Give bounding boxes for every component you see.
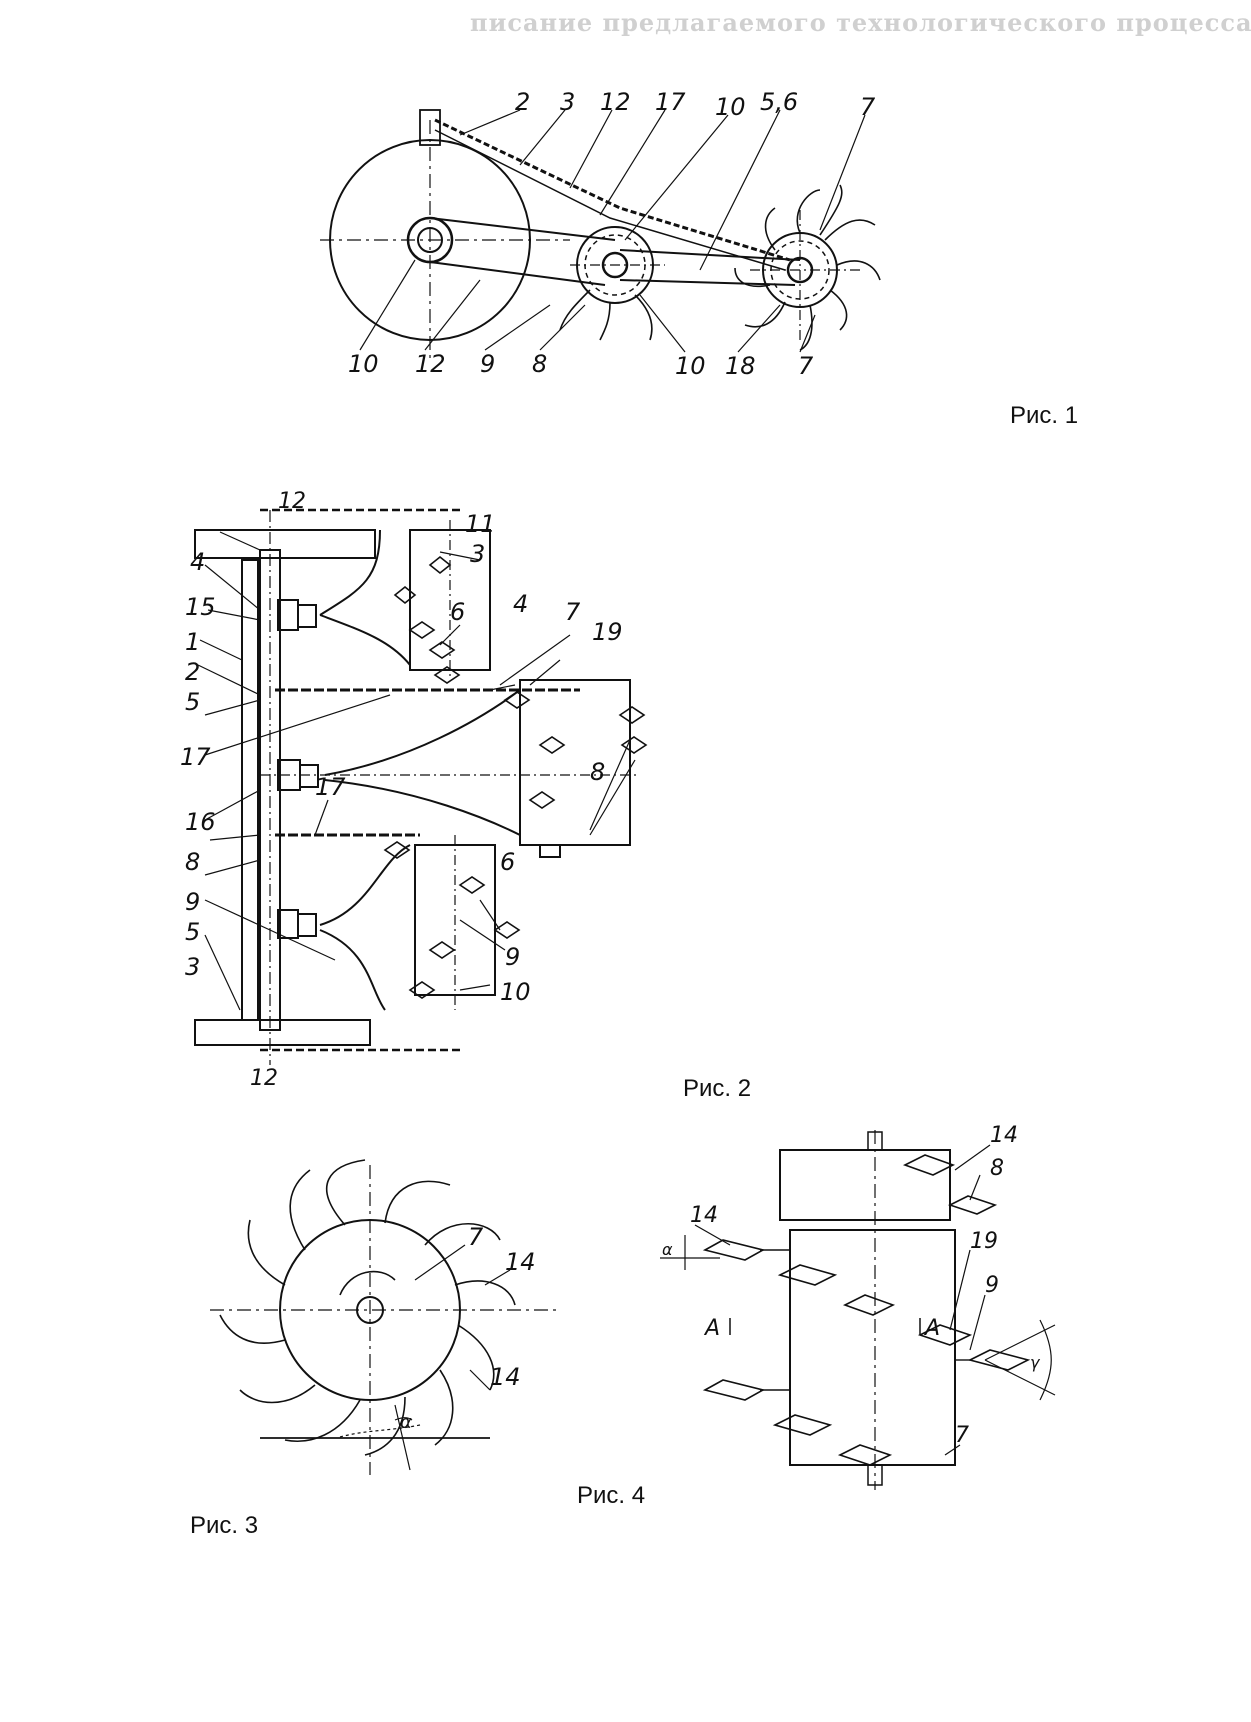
fig2-label: 9: [185, 888, 200, 916]
fig2-label: 17: [315, 773, 346, 801]
fig1-label: 2: [515, 90, 530, 116]
fig1-label: 12: [415, 350, 446, 378]
fig4-label: 7: [955, 1423, 969, 1448]
fig1-label: 5,6: [760, 90, 798, 116]
fig2-label: 1: [185, 628, 200, 656]
fig4-label: 14: [690, 1203, 718, 1228]
fig1-label: 7: [798, 352, 814, 380]
figure-1-caption: Рис. 1: [1010, 402, 1079, 429]
fig2-label: 19: [592, 618, 623, 646]
fig4-label: 19: [970, 1229, 998, 1254]
fig2-label: 2: [185, 658, 200, 686]
fig1-label: 10: [348, 350, 379, 378]
figure-3-drawing: 7 14 14 α: [210, 1159, 560, 1475]
fig2-label: 6: [500, 848, 515, 876]
figure-1-drawing: 2 3 12 17 10 5,6 7 10 12 9 8 10 18 7: [320, 90, 881, 380]
fig1-label: 7: [860, 93, 876, 121]
fig2-label: 11: [465, 510, 496, 538]
figure-3-caption: Рис. 3: [190, 1512, 259, 1539]
fig2-label: 15: [185, 593, 216, 621]
fig2-label: 5: [185, 918, 200, 946]
fig4-label: α: [662, 1240, 673, 1259]
fig4-label: 14: [990, 1123, 1018, 1148]
fig1-label: 17: [655, 90, 686, 116]
fig1-label: 10: [715, 93, 746, 121]
fig3-label: α: [400, 1412, 412, 1433]
fig1-label: 8: [532, 350, 547, 378]
fig1-label: 10: [675, 352, 706, 380]
fig4-label: A: [703, 1316, 720, 1341]
figure-2-drawing: 12 4 15 1 2 5 17 16 8 9 5 3 12 11 3 4 6 …: [180, 490, 648, 1090]
page-header: писание предлагаемого технологического п…: [470, 8, 1251, 37]
figure-2-caption: Рис. 2: [683, 1075, 752, 1102]
fig4-label: γ: [1030, 1353, 1041, 1372]
fig1-label: 3: [560, 90, 575, 116]
fig4-label: A: [923, 1316, 940, 1341]
fig2-label: 17: [180, 743, 211, 771]
fig4-label: 8: [990, 1156, 1004, 1181]
fig1-label: 18: [725, 352, 756, 380]
fig2-label: 3: [185, 953, 200, 981]
fig2-label: 12: [278, 490, 306, 514]
fig2-label: 8: [590, 758, 605, 786]
fig3-label: 7: [468, 1223, 484, 1251]
fig2-label: 4: [190, 548, 205, 576]
figure-4-drawing: 14 8 14 α A 19 A 9 γ 7: [660, 1123, 1056, 1490]
fig1-label: 12: [600, 90, 631, 116]
fig3-label: 14: [490, 1363, 521, 1391]
fig2-label: 12: [250, 1066, 278, 1090]
fig2-label: 10: [500, 978, 531, 1006]
fig4-label: 9: [985, 1273, 999, 1298]
fig2-label: 3: [470, 540, 485, 568]
fig2-label: 9: [505, 943, 520, 971]
fig2-label: 5: [185, 688, 200, 716]
figure-4-caption: Рис. 4: [577, 1482, 646, 1509]
fig2-label: 16: [185, 808, 216, 836]
fig1-label: 9: [480, 350, 495, 378]
fig2-label: 4: [513, 590, 528, 618]
fig3-label: 14: [505, 1248, 536, 1276]
fig2-label: 7: [565, 598, 581, 626]
fig2-label: 6: [450, 598, 465, 626]
fig2-label: 8: [185, 848, 200, 876]
